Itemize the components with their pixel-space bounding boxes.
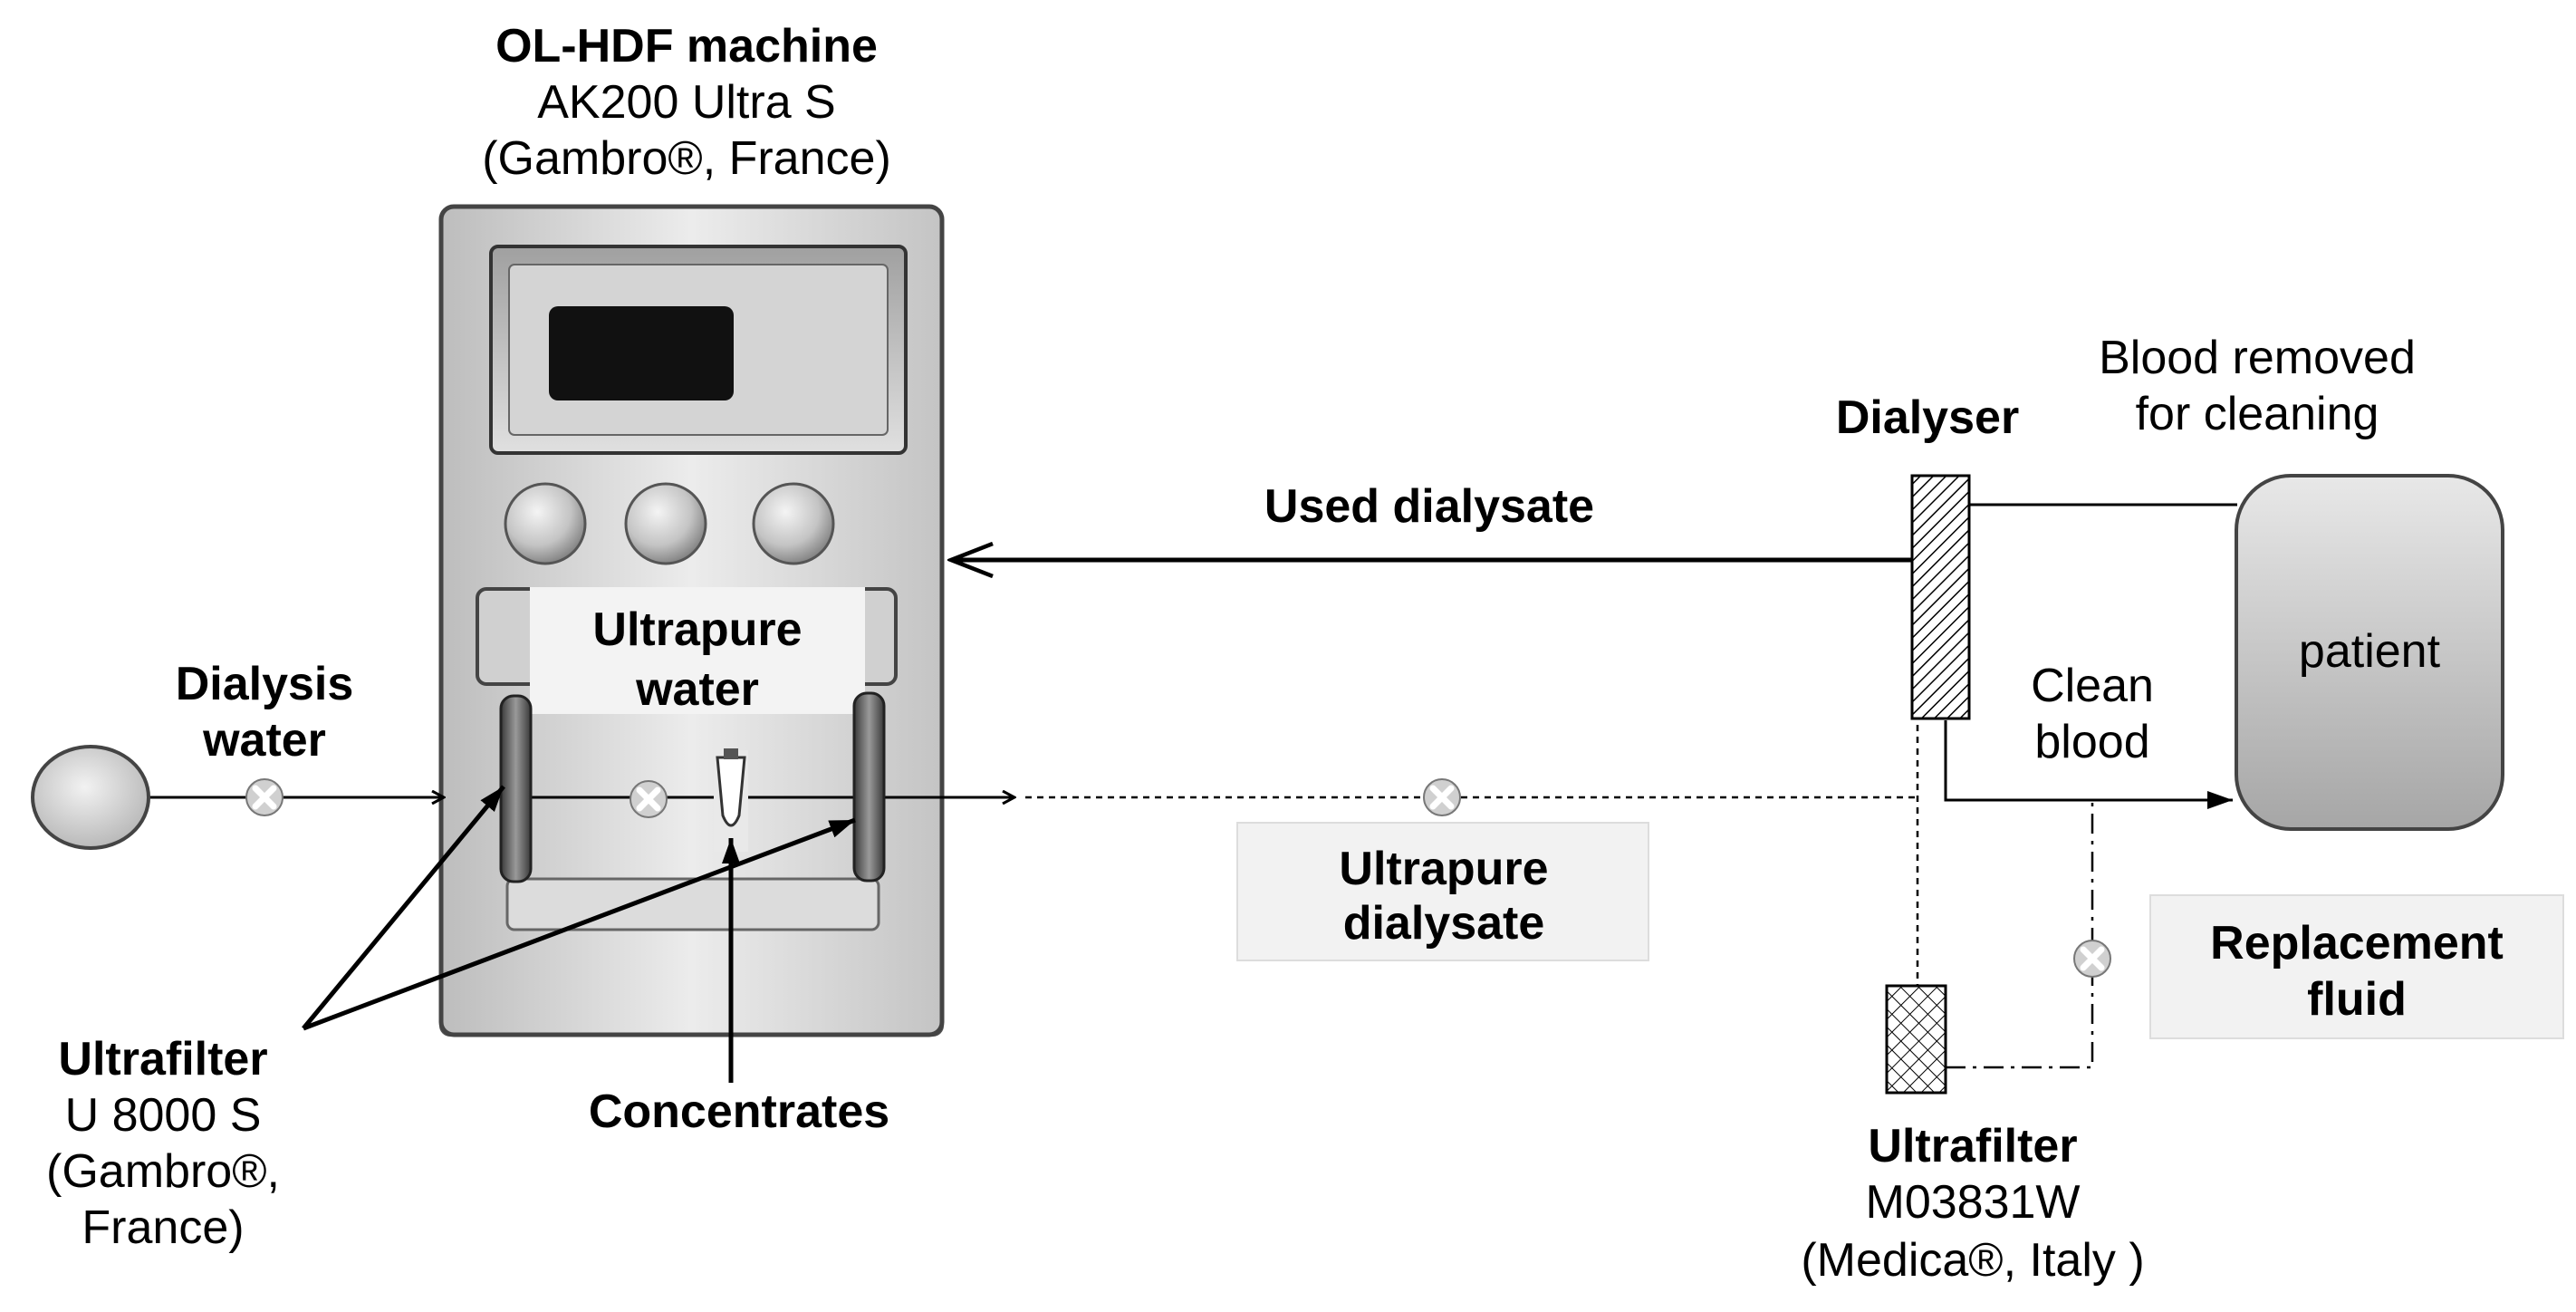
concentrates-label: Concentrates bbox=[589, 1085, 889, 1138]
ultrafilter-2 bbox=[852, 691, 886, 883]
dialysis-water-label-2: water bbox=[202, 714, 326, 767]
patient-label: patient bbox=[2299, 625, 2441, 678]
sampling-point-3 bbox=[1423, 778, 1461, 816]
knob-2 bbox=[624, 482, 707, 565]
machine-maker: (Gambro®, France) bbox=[482, 132, 891, 185]
clean-blood-label-1: Clean bbox=[2031, 660, 2154, 712]
pointer-ultrafilter-2 bbox=[303, 817, 856, 1031]
replacement-fluid-line bbox=[1946, 800, 2094, 1069]
used-dialysate-label: Used dialysate bbox=[1264, 480, 1594, 533]
ultrapure-water-label-bg bbox=[530, 587, 865, 714]
machine-title: OL-HDF machine bbox=[495, 20, 878, 72]
ultrapure-dialysate-label-bg bbox=[1236, 822, 1649, 961]
ultrafilter-left-maker-2: France) bbox=[82, 1201, 244, 1254]
ultrafilter-right bbox=[1885, 984, 1947, 1095]
sampling-point-2 bbox=[630, 780, 668, 818]
dialyser bbox=[1910, 474, 1971, 720]
sampling-point-1 bbox=[245, 778, 284, 816]
machine-model: AK200 Ultra S bbox=[537, 76, 836, 129]
ultrapure-water-label-2: water bbox=[635, 663, 759, 716]
replacement-fluid-label-bg bbox=[2149, 894, 2564, 1039]
replacement-fluid-label-2: fluid bbox=[2307, 973, 2407, 1026]
ultrapure-dialysate-label-1: Ultrapure bbox=[1339, 843, 1548, 895]
replacement-fluid-label-1: Replacement bbox=[2210, 917, 2504, 970]
sampling-point-4 bbox=[2073, 940, 2111, 978]
ultrafilter-right-maker: (Medica®, Italy ) bbox=[1801, 1234, 2144, 1287]
blood-removed-label-2: for cleaning bbox=[2136, 388, 2379, 440]
ultrapure-water-label-1: Ultrapure bbox=[592, 603, 802, 656]
ultrafilter-right-model: M03831W bbox=[1866, 1176, 2081, 1229]
display-screen bbox=[549, 306, 734, 400]
dialyser-label: Dialyser bbox=[1836, 391, 2019, 444]
ultrafilter-left-maker-1: (Gambro®, bbox=[46, 1145, 280, 1198]
ultrafilter-1 bbox=[499, 694, 533, 883]
clean-blood-label-2: blood bbox=[2034, 716, 2149, 768]
pointer-ultrafilter-1 bbox=[302, 785, 505, 1030]
ultrafilter-left-model: U 8000 S bbox=[65, 1089, 262, 1142]
blood-removed-label-1: Blood removed bbox=[2099, 332, 2416, 384]
water-source bbox=[31, 745, 150, 850]
clean-blood-line bbox=[1944, 720, 2233, 809]
concentrate-bottle bbox=[714, 748, 748, 852]
knob-1 bbox=[504, 482, 587, 565]
knob-3 bbox=[752, 482, 835, 565]
dialysis-water-label-1: Dialysis bbox=[176, 658, 354, 710]
machine-foot bbox=[505, 877, 880, 931]
ultrafilter-right-title: Ultrafilter bbox=[1868, 1120, 2077, 1172]
ultrafilter-left-title: Ultrafilter bbox=[58, 1033, 267, 1085]
ultrapure-dialysate-label-2: dialysate bbox=[1343, 897, 1545, 950]
patient-box bbox=[2235, 474, 2504, 831]
hdf-machine bbox=[438, 204, 945, 1037]
